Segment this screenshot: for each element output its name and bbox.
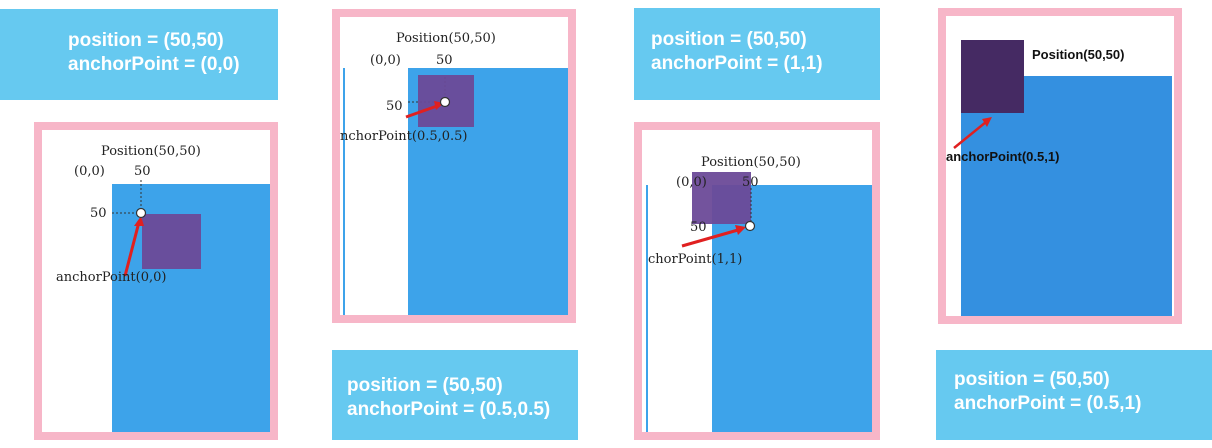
position-label: Position(50,50) (701, 155, 801, 170)
caption-anchorpoint: anchorPoint = (0.5,1) (954, 393, 1142, 414)
x-tick-label: 50 (134, 164, 151, 179)
x-tick-label: 50 (436, 53, 453, 68)
origin-label: (0,0) (370, 53, 401, 68)
panel-4-drawing (953, 40, 1172, 316)
caption-position: position = (50,50) (651, 29, 807, 50)
red-arrowhead (134, 216, 144, 226)
blue-layer (961, 76, 1172, 316)
diagram-panel-1: Position(50,50) (0,0) 50 50 anchorPoint(… (34, 122, 278, 440)
caption-position: position = (50,50) (347, 375, 503, 396)
anchor-label: anchorPoint(0.5,1) (946, 149, 1060, 164)
caption-position: position = (50,50) (954, 369, 1110, 390)
anchor-dot (135, 207, 147, 219)
diagram-panel-3: Position(50,50) (0,0) 50 50 chorPoint(1,… (634, 122, 880, 440)
anchor-dot (744, 220, 756, 232)
purple-sprite (142, 214, 201, 269)
red-arrow (953, 121, 987, 149)
y-tick-label: 50 (690, 220, 707, 235)
purple-sprite (692, 172, 751, 224)
panel-1-drawing (112, 180, 270, 432)
origin-label: (0,0) (676, 175, 707, 190)
panel-2-drawing (343, 68, 568, 315)
anchor-dot (439, 96, 451, 108)
position-label: Position(50,50) (396, 31, 496, 46)
origin-label: (0,0) (74, 164, 105, 179)
position-label: Position(50,50) (101, 144, 201, 159)
red-arrow (123, 221, 141, 277)
x-tick-label: 50 (742, 175, 759, 190)
caption-panel-1: position = (50,50) anchorPoint = (0,0) (0, 9, 278, 100)
caption-anchorpoint: anchorPoint = (1,1) (651, 53, 823, 74)
red-arrow (405, 104, 438, 119)
caption-panel-3: position = (50,50) anchorPoint = (1,1) (634, 8, 880, 100)
caption-panel-4: position = (50,50) anchorPoint = (0.5,1) (936, 350, 1212, 440)
anchor-label: chorPoint(1,1) (648, 252, 743, 267)
dark-sprite (961, 40, 1024, 113)
panel-3-drawing (646, 172, 872, 432)
y-tick-label: 50 (386, 99, 403, 114)
position-label: Position(50,50) (1032, 47, 1125, 62)
caption-panel-2: position = (50,50) anchorPoint = (0.5,0.… (332, 350, 578, 440)
anchor-label: anchorPoint(0,0) (56, 270, 167, 285)
red-arrow (681, 228, 739, 248)
caption-position: position = (50,50) (68, 30, 224, 51)
caption-anchorpoint: anchorPoint = (0,0) (68, 54, 240, 75)
caption-anchorpoint: anchorPoint = (0.5,0.5) (347, 399, 551, 420)
diagram-panel-4: Position(50,50) anchorPoint(0.5,1) (938, 8, 1182, 324)
y-tick-label: 50 (90, 206, 107, 221)
anchor-label: nchorPoint(0.5,0.5) (340, 129, 468, 144)
red-arrowhead (982, 117, 992, 127)
diagram-panel-2: Position(50,50) (0,0) 50 50 nchorPoint(0… (332, 9, 576, 323)
red-arrowhead (735, 225, 746, 235)
